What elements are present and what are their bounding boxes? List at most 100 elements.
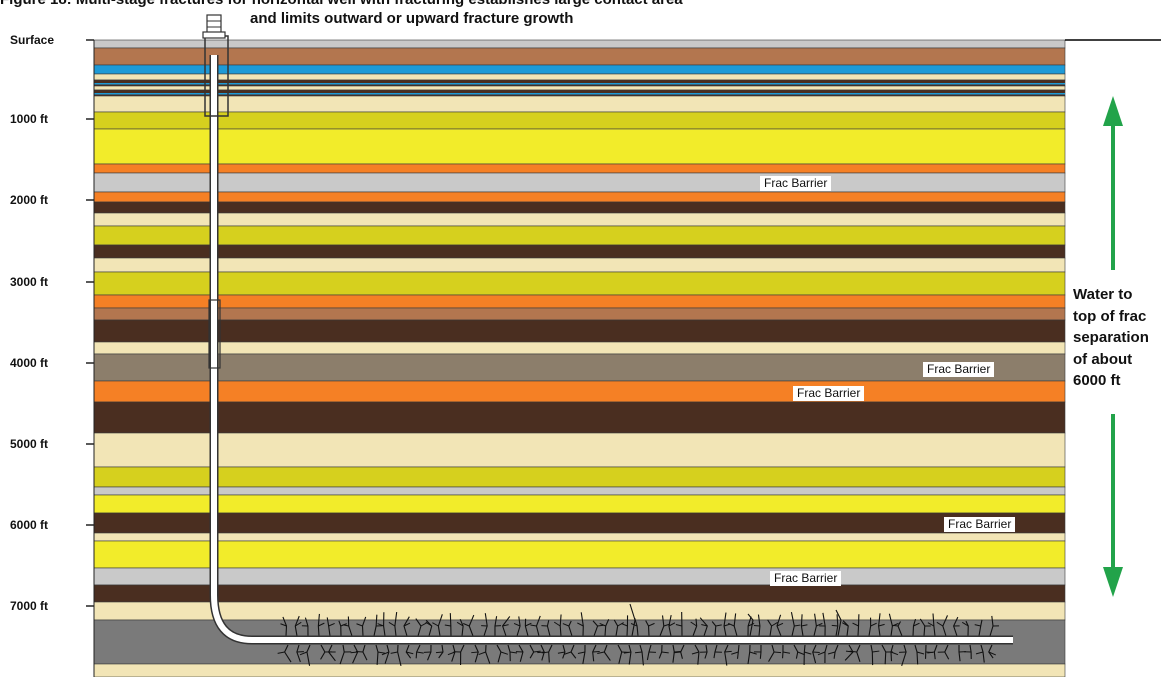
fracture-branch (537, 651, 545, 654)
water-note-line: top of frac (1073, 307, 1147, 325)
rock-layer (93, 64, 1066, 75)
fracture-line (958, 644, 961, 662)
fracture-line (733, 613, 738, 637)
rock-layer (93, 163, 1066, 174)
rock-layer (93, 540, 1066, 569)
fracture-line (425, 619, 433, 637)
fracture-line (568, 620, 573, 637)
water-note-line: of about (1073, 350, 1133, 368)
fracture-line (812, 644, 817, 664)
fracture-line (361, 616, 367, 637)
fracture-branch (715, 624, 722, 627)
fracture-line (483, 613, 488, 637)
rock-layer (93, 191, 1066, 203)
fracture-branch (577, 651, 586, 655)
fracture-branch (299, 651, 308, 656)
fracture-branch (794, 624, 801, 627)
fracture-branch (913, 622, 920, 627)
frac-barrier-label: Frac Barrier (923, 362, 995, 377)
frac-barrier-label: Frac Barrier (944, 517, 1016, 532)
fracture-branch (674, 650, 682, 653)
fracture-branch (621, 623, 628, 627)
frac-barrier-label: Frac Barrier (793, 386, 865, 401)
fracture-branch (747, 622, 755, 627)
fracture-line (617, 644, 623, 664)
rock-layer (93, 244, 1066, 259)
rock-layer (93, 85, 1066, 91)
fracture-line (375, 644, 379, 665)
fracture-line (953, 616, 959, 637)
fracture-branch (634, 651, 643, 654)
fracture-line (890, 644, 894, 662)
fracture-branch (771, 621, 778, 627)
rock-layer (93, 172, 1066, 193)
rock-layer (93, 494, 1066, 514)
fracture-branch (776, 622, 784, 627)
well-casing (202, 14, 1013, 645)
fracture-branch (597, 624, 604, 627)
fracture-branch (597, 651, 605, 654)
arrow-down-head-icon (1103, 567, 1123, 597)
fracture-branch (673, 651, 681, 654)
wellhead-icon (206, 14, 222, 34)
fracture-branch (648, 622, 655, 627)
fracture-branch (668, 622, 676, 627)
title-line-1: Figure 18: Multi-stage fractures for hor… (0, 0, 980, 8)
fracture-line (723, 612, 727, 637)
fracture-branch (463, 623, 470, 627)
rock-layer (93, 95, 1066, 113)
arrow-up-head-icon (1103, 96, 1123, 126)
rock-layer (93, 319, 1066, 343)
rock-layer (93, 663, 1066, 677)
fracture-line (747, 613, 754, 637)
rock-layer (93, 307, 1066, 321)
fracture-branch (731, 651, 739, 655)
fracture-branch (727, 622, 735, 627)
fracture-line (518, 644, 524, 662)
fracture-line (901, 644, 907, 667)
fracture-branch (927, 651, 935, 654)
fracture-branch (801, 624, 808, 627)
rock-layer (93, 128, 1066, 165)
fracture-line (803, 644, 806, 665)
fracture-line (835, 614, 839, 637)
fracture-line (474, 644, 479, 663)
fracture-branch (870, 622, 877, 627)
water-separation-note: Water to top of frac separation of about… (1073, 284, 1149, 392)
rock-layer (93, 584, 1066, 603)
wellbore-fill (211, 55, 1013, 643)
rock-layer (93, 257, 1066, 273)
fracture-line (494, 616, 498, 637)
fracture-line (427, 644, 432, 661)
fracture-branch (724, 650, 732, 653)
fracture-branch (831, 624, 838, 627)
fracture-branch (280, 623, 287, 627)
rock-layer-seam (94, 83, 1065, 85)
rock-layer (93, 111, 1066, 130)
fracture-branch (435, 651, 444, 654)
rock-layer (93, 532, 1066, 542)
fracture-branch (377, 623, 384, 627)
fracture-branch (557, 651, 566, 654)
fracture-branch (890, 651, 899, 656)
fracture-branch (827, 651, 836, 655)
fracture-branch (381, 651, 390, 656)
fracture-branch (577, 622, 584, 627)
fracture-line (692, 618, 698, 637)
fracture-line (978, 619, 983, 637)
rock-layer (93, 39, 1066, 49)
fracture-line (672, 644, 675, 663)
fracture-line (790, 612, 795, 637)
depth-label-2000: 2000 ft (10, 193, 49, 207)
fracture-branch (388, 621, 396, 627)
depth-label-surface: Surface (10, 33, 55, 47)
depth-label-1000: 1000 ft (10, 112, 49, 126)
rock-layer (93, 271, 1066, 296)
fracture-branch (701, 623, 708, 627)
water-depth-arrow (1103, 96, 1123, 597)
fracture-line (704, 644, 708, 659)
frac-barrier-label: Frac Barrier (760, 176, 832, 191)
fracture-branch (878, 623, 885, 627)
fracture-branch (797, 651, 805, 656)
fracture-branch (513, 623, 521, 627)
